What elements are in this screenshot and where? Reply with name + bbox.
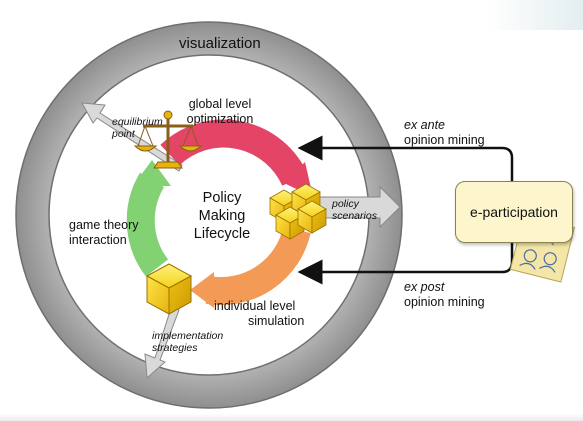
policy-scenarios-label: policy scenarios	[332, 198, 377, 222]
optimization-label: global level optimization	[186, 97, 254, 126]
eparticipation-box: e-participation	[455, 181, 573, 243]
implementation-label: implementation strategies	[152, 330, 224, 354]
balance-scale-icon	[133, 110, 203, 169]
core-label: Policy Making Lifecycle	[193, 190, 251, 242]
top-right-gradient	[487, 0, 583, 30]
simulation-label: individual level simulation	[214, 299, 305, 328]
cube-cluster-icon	[269, 183, 327, 240]
equilibrium-label: equilibrium point	[112, 116, 163, 140]
simulation-arc	[190, 226, 311, 308]
ex-ante-label: ex ante opinion mining	[404, 118, 485, 147]
game-theory-arc	[126, 160, 171, 277]
ex-ante-connector	[297, 135, 514, 181]
implementation-arrow	[144, 304, 180, 380]
eparticipation-label: e-participation	[470, 204, 558, 220]
visualization-label: visualization	[179, 35, 261, 52]
ex-post-label: ex post opinion mining	[404, 280, 485, 309]
bottom-gradient	[0, 413, 583, 421]
game-theory-label: game theory interaction	[69, 218, 139, 247]
single-cube-icon	[145, 263, 193, 315]
